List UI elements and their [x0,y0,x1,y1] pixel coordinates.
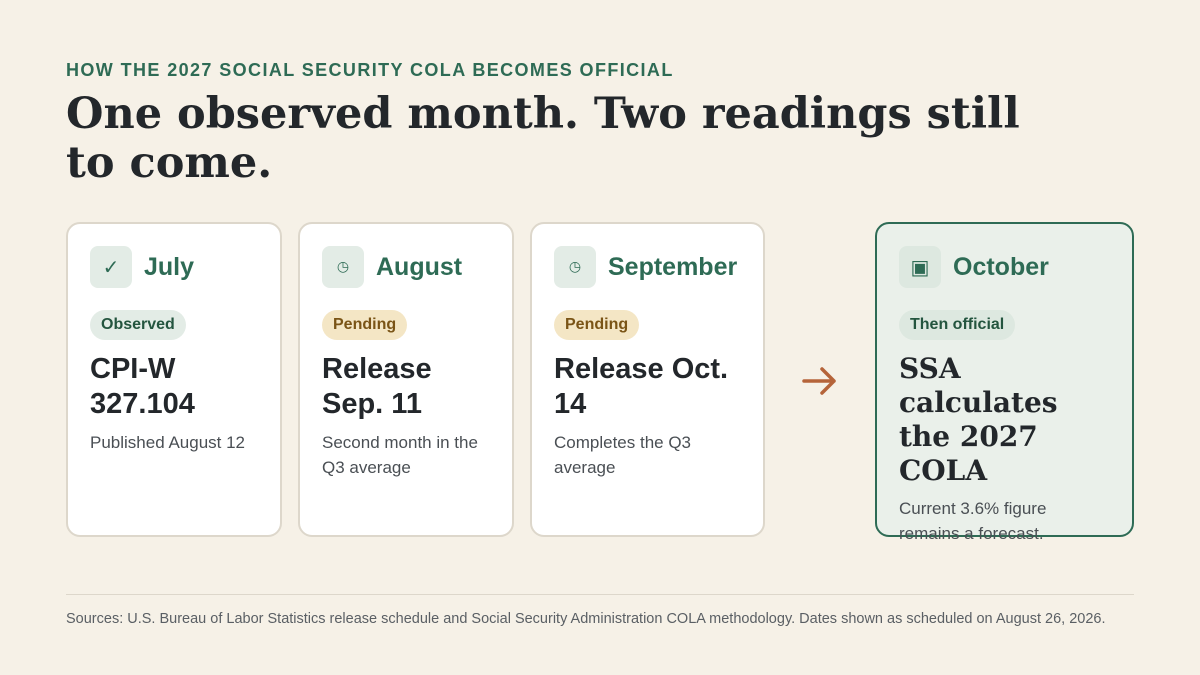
card-subtext: Completes the Q3 average [554,433,692,477]
timeline-card-october: ▣ October Then official SSA calculates t… [875,222,1134,543]
card-subtext: Second month in the Q3 average [322,433,478,477]
card-header: ✓ July [90,246,258,288]
timeline-card-september: ◷ September Pending Release Oct. 14 Comp… [530,222,765,537]
card-header: ▣ October [899,246,1110,288]
clock-icon: ◷ [554,246,596,288]
card-month: July [144,252,195,281]
card-main-text: Release Sep. 11 [322,353,432,420]
timeline-card-august: ◷ August Pending Release Sep. 11 Second … [298,222,514,537]
arrow-right-icon [802,367,836,395]
timeline-card-july: ✓ July Observed CPI-W 327.104 Published … [66,222,282,537]
page-title: One observed month. Two readings still t… [66,89,1020,188]
card-month: October [953,252,1049,281]
footer-divider [66,594,1134,595]
card-subtext: Current 3.6% figure remains a forecast. [899,499,1047,543]
card-header: ◷ August [322,246,490,288]
status-badge: Observed [90,310,186,340]
card-subtext: Published August 12 [90,433,246,452]
sources-note: Sources: U.S. Bureau of Labor Statistics… [66,611,1106,627]
check-icon: ✓ [90,246,132,288]
square-icon: ▣ [899,246,941,288]
status-badge: Pending [554,310,640,340]
status-badge: Then official [899,310,1016,340]
card-main-text: Release Oct. 14 [554,353,729,420]
card-main-text: CPI-W 327.104 [90,353,195,420]
card-header: ◷ September [554,246,741,288]
card-month: August [376,252,463,281]
clock-icon: ◷ [322,246,364,288]
eyebrow-label: HOW THE 2027 SOCIAL SECURITY COLA BECOME… [66,60,674,80]
card-month: September [608,252,738,281]
card-main-text: SSA calculates the 2027 COLA [899,352,1058,487]
status-badge: Pending [322,310,408,340]
